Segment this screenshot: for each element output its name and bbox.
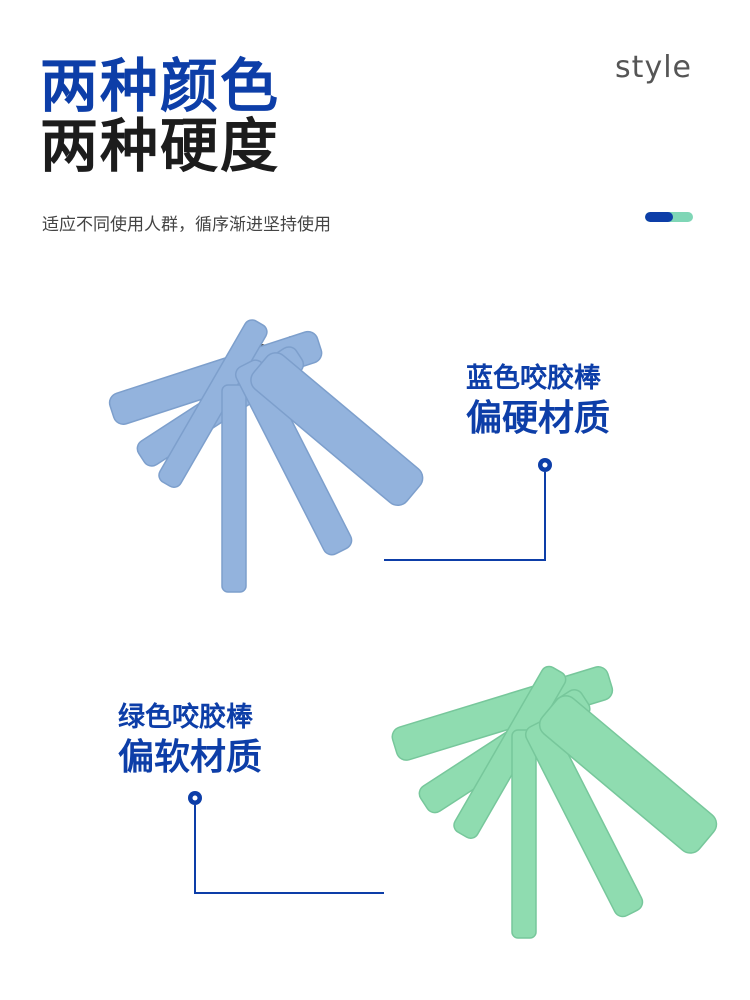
blue-stick-name: 蓝色咬胶棒 <box>466 363 601 394</box>
blue-stick-desc: 偏硬材质 <box>466 398 611 439</box>
blue-stick-label: 蓝色咬胶棒 偏硬材质 <box>466 362 610 442</box>
green-stick-5 <box>524 719 644 918</box>
green-stick-4 <box>511 729 537 939</box>
subtitle: 适应不同使用人群，循序渐进坚持使用 <box>42 215 331 235</box>
title-line-1: 两种颜色 <box>40 52 281 120</box>
green-stick-label: 绿色咬胶棒 偏软材质 <box>118 701 262 781</box>
blue-stick-4 <box>221 384 247 593</box>
blue-stick-5 <box>234 359 353 556</box>
green-stick-6 <box>538 695 718 854</box>
green-stick-desc: 偏软材质 <box>118 737 263 778</box>
green-stick-name: 绿色咬胶棒 <box>118 702 253 733</box>
indicator-pill-icon <box>645 212 693 222</box>
blue-stick-6 <box>250 352 424 507</box>
green-sticks-group <box>391 665 718 939</box>
blue-sticks-group <box>108 319 424 593</box>
title-line-2: 两种硬度 <box>40 112 281 180</box>
style-label: style <box>615 50 692 85</box>
